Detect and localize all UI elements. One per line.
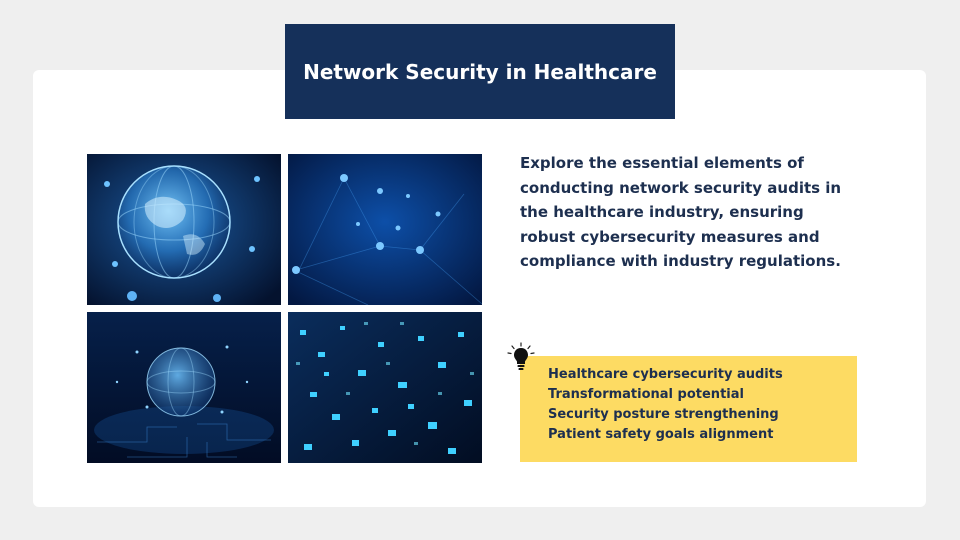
key-points-callout: Healthcare cybersecurity audits Transfor… <box>520 356 857 462</box>
slide-description: Explore the essential elements of conduc… <box>520 154 842 270</box>
slide-title: Network Security in Healthcare <box>303 59 657 84</box>
key-points-list: Healthcare cybersecurity audits Transfor… <box>520 356 857 445</box>
globe-circuit-image <box>87 312 281 463</box>
list-item: Healthcare cybersecurity audits <box>548 367 783 382</box>
list-item: Transformational potential <box>548 387 744 402</box>
slide-title-banner: Network Security in Healthcare <box>285 24 675 119</box>
digital-globe-image <box>87 154 281 305</box>
network-locks-image <box>288 154 482 305</box>
list-item: Security posture strengthening <box>548 407 779 422</box>
data-grid-image <box>288 312 482 463</box>
list-item: Patient safety goals alignment <box>548 427 774 442</box>
lightbulb-icon <box>506 342 536 374</box>
